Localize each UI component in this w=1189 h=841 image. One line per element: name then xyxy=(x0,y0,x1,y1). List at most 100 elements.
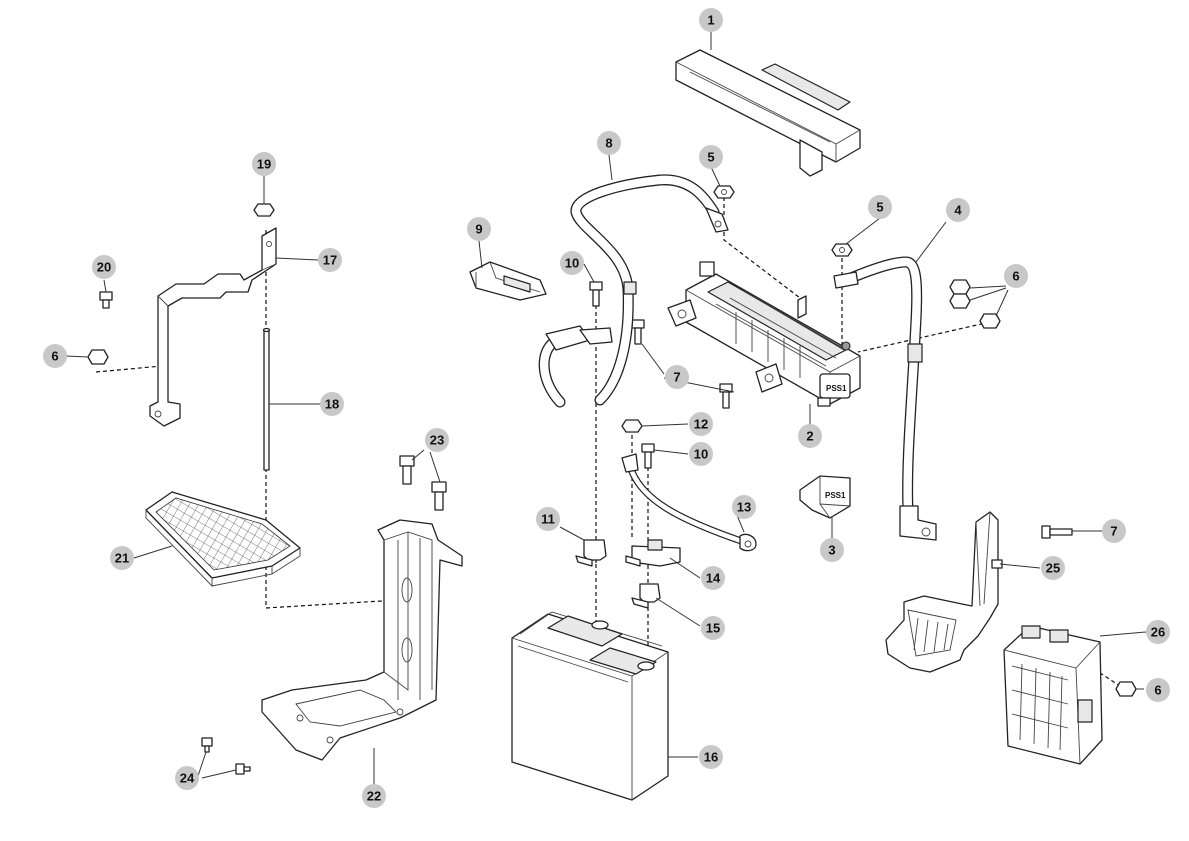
rod xyxy=(262,327,271,471)
svg-text:11: 11 xyxy=(541,512,555,527)
fuse-box-label: PSS1 xyxy=(826,384,847,393)
bolt-7a xyxy=(631,319,645,345)
callout-13: 13 xyxy=(732,495,756,519)
svg-text:19: 19 xyxy=(257,157,271,172)
terminal-cover xyxy=(469,261,547,301)
svg-text:6: 6 xyxy=(1012,269,1019,284)
bolt-10a xyxy=(589,281,603,307)
callout-4: 4 xyxy=(946,198,970,222)
pss-relay: PSS1 xyxy=(799,475,851,519)
svg-text:8: 8 xyxy=(605,136,612,151)
svg-text:3: 3 xyxy=(828,543,835,558)
nut-6-left xyxy=(87,349,109,365)
nut-5a xyxy=(713,185,735,199)
svg-text:7: 7 xyxy=(1110,524,1117,539)
nut-6-right xyxy=(1115,681,1137,697)
nut-19 xyxy=(253,203,275,217)
callout-20: 20 xyxy=(92,255,116,279)
svg-text:1: 1 xyxy=(707,13,714,28)
callout-17: 17 xyxy=(318,248,342,272)
callout-2: 2 xyxy=(798,424,822,448)
bolt-7b xyxy=(719,383,733,409)
callout-14: 14 xyxy=(701,566,725,590)
callout-22: 22 xyxy=(362,784,386,808)
fuse-box: PSS1 xyxy=(667,261,861,407)
callout-18: 18 xyxy=(320,392,344,416)
svg-text:9: 9 xyxy=(475,222,482,237)
callout-7-right: 7 xyxy=(1102,519,1126,543)
svg-text:20: 20 xyxy=(97,260,111,275)
svg-text:6: 6 xyxy=(1154,683,1161,698)
svg-text:17: 17 xyxy=(323,253,337,268)
bolt-23a xyxy=(399,455,415,485)
callout-26: 26 xyxy=(1146,620,1170,644)
callout-21: 21 xyxy=(110,546,134,570)
screw-24b xyxy=(235,763,251,775)
fuse-box-cover xyxy=(675,49,861,177)
nuts-6-group xyxy=(949,279,1001,329)
svg-text:14: 14 xyxy=(706,571,721,586)
negative-cable xyxy=(538,174,729,408)
battery-tray xyxy=(145,491,301,588)
svg-text:2: 2 xyxy=(806,429,813,444)
nut-12 xyxy=(621,419,643,433)
callout-19: 19 xyxy=(252,152,276,176)
svg-text:24: 24 xyxy=(180,771,195,786)
screw-20 xyxy=(99,291,113,309)
callout-25: 25 xyxy=(1041,556,1065,580)
bolt-23b xyxy=(431,481,447,511)
battery-base-bracket xyxy=(261,519,463,761)
svg-text:16: 16 xyxy=(704,750,718,765)
positive-cable xyxy=(833,256,937,541)
svg-text:22: 22 xyxy=(367,789,381,804)
callout-10a: 10 xyxy=(560,251,584,275)
svg-text:10: 10 xyxy=(565,256,579,271)
negative-terminal xyxy=(575,539,607,567)
svg-text:15: 15 xyxy=(706,621,720,636)
pss-relay-label: PSS1 xyxy=(825,491,846,500)
callout-1: 1 xyxy=(699,8,723,32)
callout-10b: 10 xyxy=(689,442,713,466)
svg-text:4: 4 xyxy=(954,203,962,218)
svg-text:7: 7 xyxy=(673,370,680,385)
callout-11: 11 xyxy=(536,507,560,531)
callout-6-left: 6 xyxy=(43,344,67,368)
battery xyxy=(511,611,669,801)
callout-16: 16 xyxy=(699,745,723,769)
leader-lines xyxy=(65,32,1147,784)
svg-text:18: 18 xyxy=(325,397,339,412)
terminal-clamp xyxy=(631,583,661,609)
body-control-module xyxy=(1003,625,1103,765)
screw-24a xyxy=(201,737,213,753)
callout-3: 3 xyxy=(820,538,844,562)
battery-bracket xyxy=(149,227,277,427)
callout-6-right: 6 xyxy=(1146,678,1170,702)
svg-text:26: 26 xyxy=(1151,625,1165,640)
bolt-10b xyxy=(641,443,655,469)
small-cable xyxy=(621,453,757,552)
svg-text:13: 13 xyxy=(737,500,751,515)
callout-9: 9 xyxy=(467,217,491,241)
svg-text:23: 23 xyxy=(430,433,444,448)
nut-5b xyxy=(831,243,853,257)
callout-23: 23 xyxy=(425,428,449,452)
positive-terminal xyxy=(625,539,681,567)
callout-24: 24 xyxy=(175,766,199,790)
callout-5b: 5 xyxy=(868,195,892,219)
svg-text:5: 5 xyxy=(876,200,883,215)
callout-5a: 5 xyxy=(699,145,723,169)
svg-text:10: 10 xyxy=(694,447,708,462)
svg-text:5: 5 xyxy=(707,150,714,165)
svg-text:21: 21 xyxy=(115,551,129,566)
svg-text:25: 25 xyxy=(1046,561,1060,576)
module-bracket xyxy=(885,511,1003,673)
callout-12: 12 xyxy=(689,412,713,436)
bolt-7c xyxy=(1041,525,1073,539)
callout-15: 15 xyxy=(701,616,725,640)
callout-7-center: 7 xyxy=(665,365,689,389)
svg-text:12: 12 xyxy=(694,417,708,432)
svg-text:6: 6 xyxy=(51,349,58,364)
callout-8: 8 xyxy=(597,131,621,155)
callout-6-nuts: 6 xyxy=(1004,264,1028,288)
